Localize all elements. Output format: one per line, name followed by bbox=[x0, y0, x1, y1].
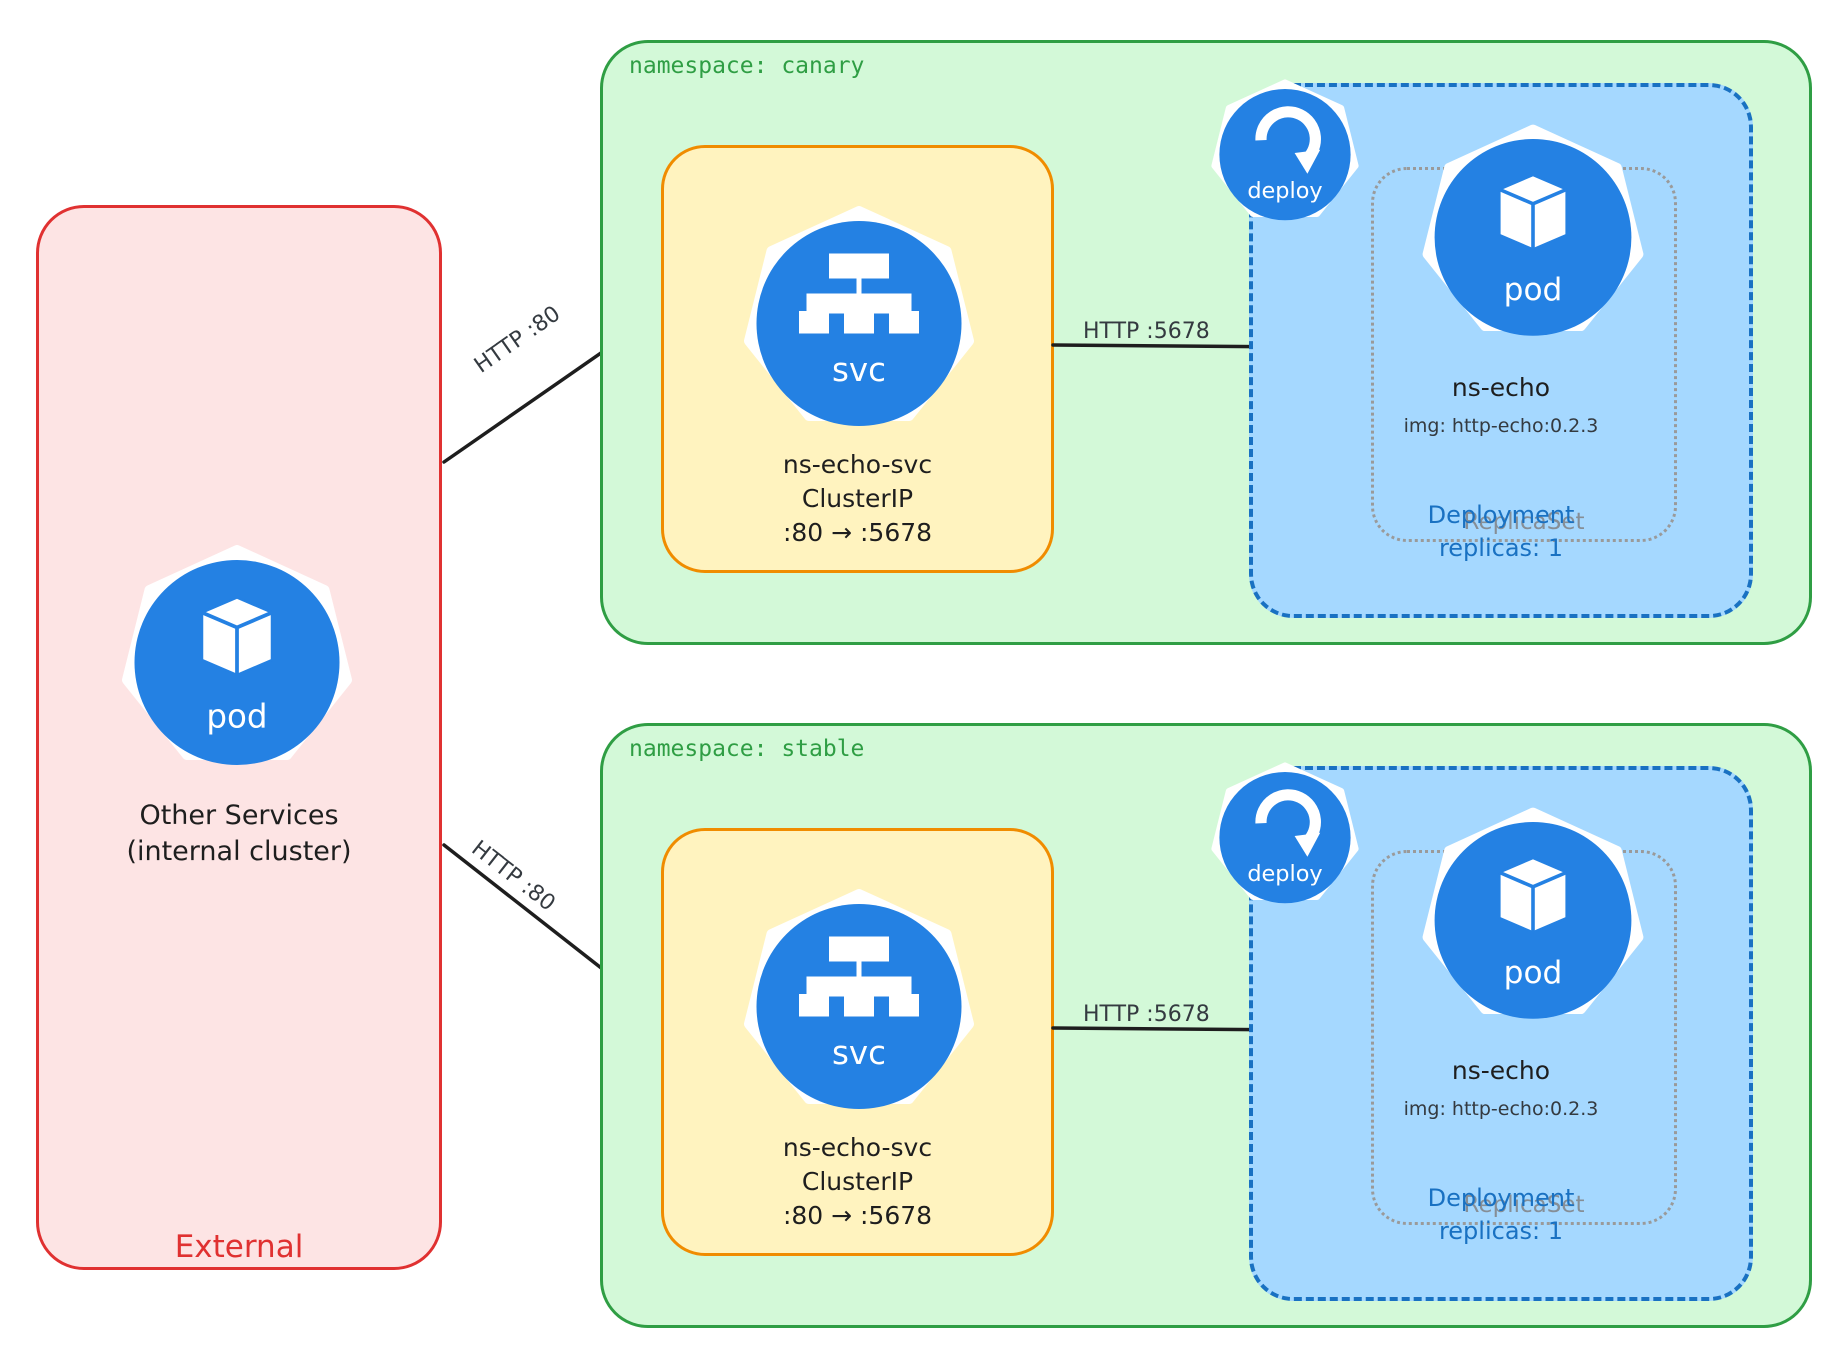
namespace-canary: namespace: canary svc ns-echo-svc Cluste… bbox=[600, 40, 1812, 645]
svg-text:deploy: deploy bbox=[1247, 178, 1322, 204]
svc-icon: svc bbox=[744, 889, 974, 1109]
service-name: ns-echo-svc bbox=[782, 450, 933, 479]
namespace-stable: namespace: stable svc ns-echo-svc Cluste… bbox=[600, 723, 1812, 1328]
edge-label-svc-to-pod: HTTP :5678 bbox=[1083, 319, 1210, 344]
deploy-icon: deploy bbox=[1211, 762, 1359, 904]
svg-text:svc: svc bbox=[832, 1034, 886, 1072]
deployment-kind: Deployment bbox=[1427, 1184, 1575, 1212]
pod-name: ns-echo bbox=[1451, 1056, 1551, 1085]
service-ports: :80 → :5678 bbox=[782, 518, 933, 547]
svg-text:pod: pod bbox=[206, 698, 267, 736]
svg-text:svc: svc bbox=[832, 351, 886, 389]
replicaset-label: ReplicaSet bbox=[1463, 509, 1585, 535]
service-ports: :80 → :5678 bbox=[782, 1201, 933, 1230]
pod-icon: pod bbox=[122, 545, 352, 765]
other-services-line1: Other Services bbox=[139, 800, 339, 831]
service-box: svc ns-echo-svc ClusterIP :80 → :5678 bbox=[661, 828, 1054, 1256]
pod-name: ns-echo bbox=[1451, 373, 1551, 402]
deployment-replicas: replicas: 1 bbox=[1438, 1217, 1564, 1245]
svg-text:deploy: deploy bbox=[1247, 861, 1322, 887]
deploy-icon: deploy bbox=[1211, 79, 1359, 221]
deployment-label: Deployment replicas: 1 bbox=[1253, 499, 1749, 565]
deployment-box: ReplicaSet pod ns-echo img: http-echo:0.… bbox=[1249, 766, 1753, 1301]
namespace-label: namespace: canary bbox=[629, 53, 865, 79]
service-name: ns-echo-svc bbox=[782, 1133, 933, 1162]
service-type: ClusterIP bbox=[801, 484, 914, 513]
pod-image: img: http-echo:0.2.3 bbox=[1403, 1098, 1599, 1120]
deployment-kind: Deployment bbox=[1427, 501, 1575, 529]
deployment-label: Deployment replicas: 1 bbox=[1253, 1182, 1749, 1248]
namespace-label: namespace: stable bbox=[629, 736, 865, 762]
deployment-replicas: replicas: 1 bbox=[1438, 534, 1564, 562]
external-label: External bbox=[174, 1229, 304, 1265]
svg-text:pod: pod bbox=[1504, 955, 1563, 991]
service-box: svc ns-echo-svc ClusterIP :80 → :5678 bbox=[661, 145, 1054, 573]
replicaset-label: ReplicaSet bbox=[1463, 1192, 1585, 1218]
other-services-label: Other Services (internal cluster) bbox=[36, 798, 442, 870]
pod-icon: pod bbox=[1422, 124, 1644, 336]
service-type: ClusterIP bbox=[801, 1167, 914, 1196]
pod-icon: pod bbox=[1422, 807, 1644, 1019]
service-text: ns-echo-svc ClusterIP :80 → :5678 bbox=[664, 1131, 1051, 1233]
deployment-box: ReplicaSet pod ns-echo img: http-echo:0.… bbox=[1249, 83, 1753, 618]
svc-icon: svc bbox=[744, 206, 974, 426]
pod-image: img: http-echo:0.2.3 bbox=[1403, 415, 1599, 437]
svg-text:pod: pod bbox=[1504, 272, 1563, 308]
edge-label-svc-to-pod: HTTP :5678 bbox=[1083, 1002, 1210, 1027]
service-text: ns-echo-svc ClusterIP :80 → :5678 bbox=[664, 448, 1051, 550]
other-services-line2: (internal cluster) bbox=[126, 836, 352, 867]
